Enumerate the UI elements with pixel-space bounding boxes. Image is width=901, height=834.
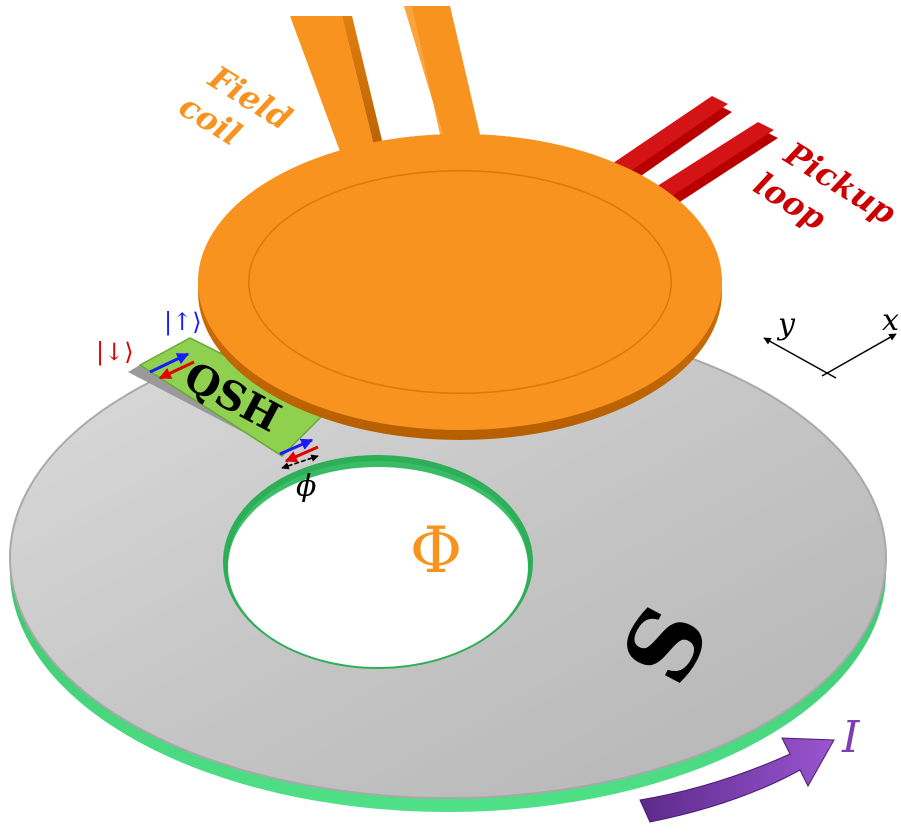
axes-icon: x y	[763, 303, 899, 379]
spin-up-arrow-left	[149, 352, 190, 374]
axis-y-label: y	[776, 307, 796, 342]
phase-label: ϕ	[296, 469, 316, 504]
superconductor-ring	[9, 317, 887, 812]
field-coil	[198, 6, 722, 440]
curved-arrow-icon	[639, 737, 835, 823]
current-label: I	[841, 712, 861, 763]
spin-down-arrow-left	[158, 360, 195, 380]
flux-label: Φ	[410, 514, 462, 588]
phase-arrow	[281, 454, 319, 469]
spin-up-label: |↑⟩	[164, 308, 202, 337]
axis-x-label: x	[882, 303, 899, 338]
spin-down-label: |↓⟩	[96, 338, 134, 367]
pickup-loop-overlay	[250, 172, 670, 392]
spin-down-arrow-right	[284, 445, 319, 463]
